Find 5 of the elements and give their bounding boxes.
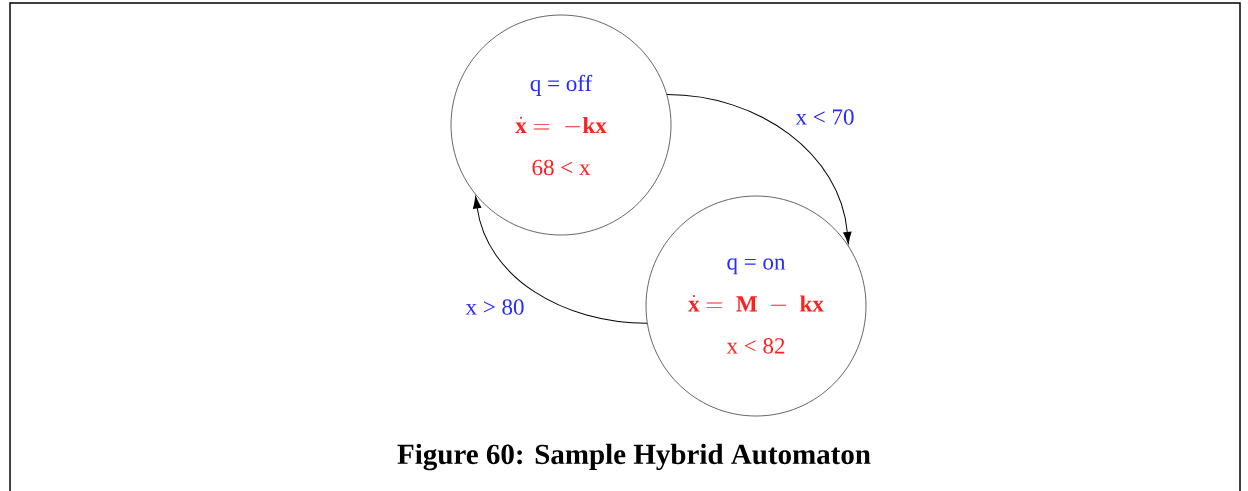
edge-label: x > 80 (465, 299, 524, 315)
arrow (473, 196, 648, 324)
arrow (666, 94, 852, 245)
edge-label: x < 70 (795, 109, 854, 125)
caption: Figure 60: Sample Hybrid Automaton (397, 443, 871, 471)
